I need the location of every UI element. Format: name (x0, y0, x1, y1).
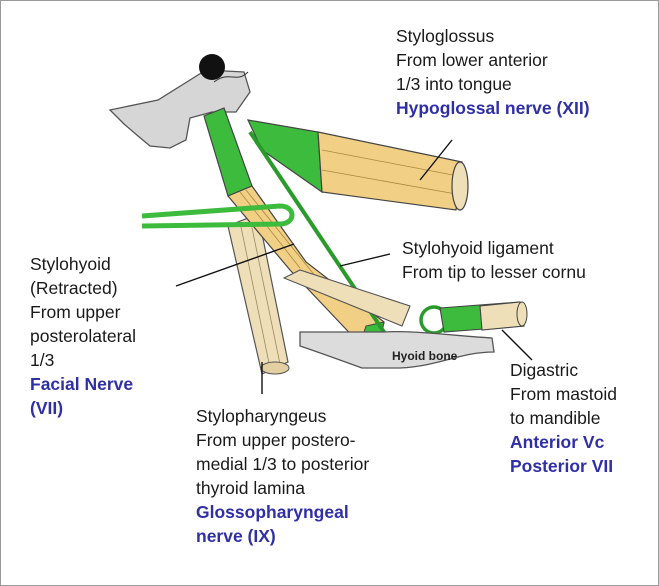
styloglossus-muscle-tan (317, 131, 463, 211)
stylopharyngeus-nerve-2: nerve (IX) (196, 526, 276, 546)
leader-styloglossus (419, 139, 453, 181)
stylohyoid-ligament-line-2: From tip to lesser cornu (402, 262, 586, 282)
styloglossus-line-1: Styloglossus (396, 26, 495, 46)
styloglossus-line-2: From lower anterior (396, 50, 548, 70)
digastric-posterior-belly (282, 269, 411, 327)
digastric-label: Digastric From mastoid to mandible Anter… (510, 358, 617, 478)
styloglossus-line-3: 1/3 into tongue (396, 74, 512, 94)
stylohyoid-line-3: From upper (30, 302, 121, 322)
digastric-nerve-1: Anterior Vc (510, 432, 605, 452)
digastric-line-2: From mastoid (510, 384, 617, 404)
digastric-line-3: to mandible (510, 408, 601, 428)
stylohyoid-loop (141, 203, 295, 229)
mastoid-process (199, 54, 225, 80)
stylohyoid-nerve-1: Facial Nerve (30, 374, 134, 394)
stylohyoid-line-4: posterolateral (30, 326, 137, 346)
stylopharyngeus-line-4: thyroid lamina (196, 478, 305, 498)
stylopharyngeus-line-2: From upper postero- (196, 430, 356, 450)
stylopharyngeus-line-3: medial 1/3 to posterior (196, 454, 370, 474)
stylohyoid-nerve-2: (VII) (30, 398, 64, 418)
leader-digastric (501, 329, 533, 361)
leader-stylohyoid (175, 243, 295, 287)
stylohyoid-muscle-upper (203, 107, 253, 197)
hyoid-bone-label: Hyoid bone (392, 349, 458, 363)
stylopharyngeus-label: Stylopharyngeus From upper postero- medi… (196, 404, 369, 548)
styloglossus-nerve: Hypoglossal nerve (XII) (396, 98, 590, 118)
styloglossus-label: Styloglossus From lower anterior 1/3 int… (396, 24, 590, 120)
stylohyoid-label: Stylohyoid (Retracted) From upper poster… (30, 252, 136, 420)
stylopharyngeus-nerve-1: Glossopharyngeal (196, 502, 349, 522)
stylohyoid-ligament-line-1: Stylohyoid ligament (402, 238, 554, 258)
hyoid-bone (299, 330, 495, 369)
digastric-nerve-2: Posterior VII (510, 456, 614, 476)
stylohyoid-line-5: 1/3 (30, 350, 55, 370)
stylohyoid-line-2: (Retracted) (30, 278, 118, 298)
stylohyoid-line-1: Stylohyoid (30, 254, 111, 274)
stylohyoid-ligament-label: Stylohyoid ligament From tip to lesser c… (402, 236, 586, 284)
leader-stylohyoid-ligament (339, 253, 391, 267)
stylopharyngeus-line-1: Stylopharyngeus (196, 406, 327, 426)
digastric-line-1: Digastric (510, 360, 579, 380)
